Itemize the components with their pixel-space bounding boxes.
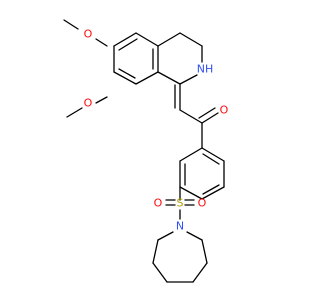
bond-ar5 — [113, 71, 137, 85]
atom-o-sulfonyl-right: O — [198, 197, 207, 210]
canvas-background — [0, 0, 300, 300]
bond-methyl-bottom — [66, 107, 83, 118]
bond-ar1 — [113, 32, 137, 47]
bonds — [63, 19, 225, 283]
bond-ph6 — [179, 147, 203, 162]
bond-az5 — [192, 262, 208, 283]
bond-ar4 — [135, 71, 159, 85]
atom-o-methoxy-top: O — [84, 28, 93, 41]
atom-labels: O O NH O S O O N — [84, 28, 229, 233]
bond-ch-co — [179, 109, 203, 124]
bond-ring-ch2-1 — [157, 32, 181, 47]
bond-co-2 — [198, 107, 216, 119]
bond-ar-inner-1 — [118, 38, 138, 51]
bond-az7 — [186, 231, 203, 241]
bond-ome-top — [95, 38, 108, 47]
bond-ring-c1-ar — [157, 71, 181, 85]
atom-nh: NH — [197, 63, 214, 76]
bond-ph3 — [201, 186, 225, 200]
bond-ring-n-c1 — [179, 74, 198, 85]
molecule-structure: O O NH O S O O N — [0, 0, 300, 300]
bond-az6 — [201, 239, 208, 264]
bond-ring-ch2-2 — [179, 32, 203, 47]
atom-s-sulfonyl: S — [177, 197, 184, 210]
bond-ph4 — [179, 186, 203, 200]
bond-ome-bottom — [95, 96, 108, 104]
bond-az1 — [157, 231, 174, 241]
bond-ph1 — [201, 147, 225, 162]
bond-ar-inner-3 — [118, 68, 136, 79]
atom-o-sulfonyl-left: O — [154, 197, 163, 210]
bond-ar2 — [135, 32, 159, 47]
bond-methyl-top — [63, 19, 79, 30]
bond-ph-inner-2 — [202, 184, 220, 195]
bond-az2 — [152, 239, 159, 264]
bond-co-1 — [201, 112, 219, 124]
atom-o-ketone: O — [220, 104, 229, 117]
bond-ph-inner-1 — [202, 153, 220, 165]
bond-az3 — [152, 262, 168, 283]
atom-o-methoxy-bottom: O — [84, 97, 93, 110]
atom-n-azepane: N — [176, 220, 184, 233]
